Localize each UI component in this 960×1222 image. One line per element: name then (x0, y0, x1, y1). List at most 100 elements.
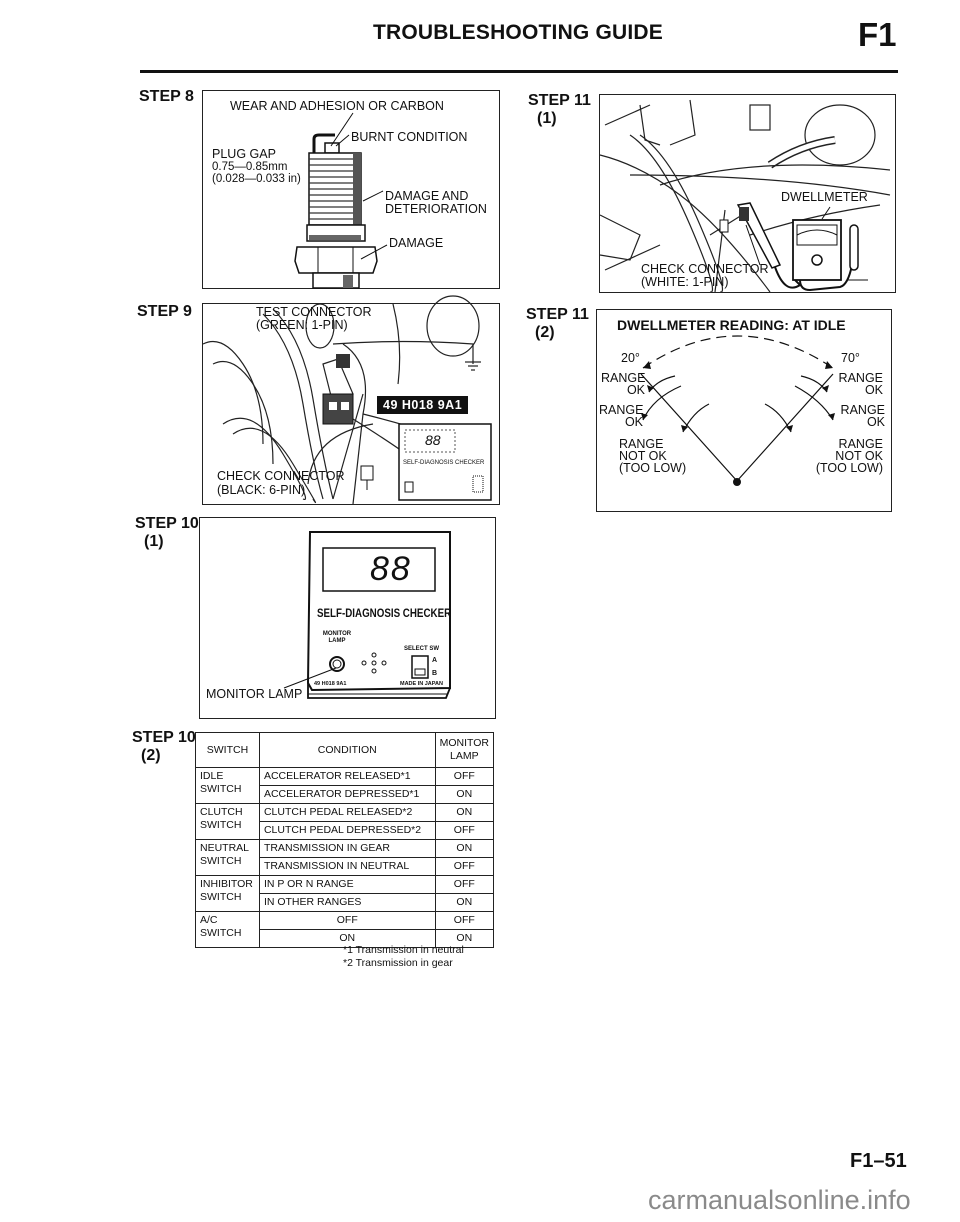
right-range-ok-1: RANGE OK (838, 371, 883, 397)
table-row: NEUTRAL SWITCH TRANSMISSION IN GEAR ON (195, 839, 495, 876)
step-10-2-label: STEP 10(2) (132, 729, 196, 765)
lamp-cell: ON (434, 803, 495, 822)
page-title: TROUBLESHOOTING GUIDE (0, 21, 960, 45)
dwellmeter-reading-title: DWELLMETER READING: AT IDLE (617, 317, 846, 333)
test-connector-label-2: (GREEN: 1-PIN) (256, 318, 348, 332)
checker-display-digits: 88 (425, 432, 441, 448)
checker-mini-label: SELF-DIAGNOSIS CHECKER (403, 460, 485, 466)
step-sub-label: (2) (535, 324, 555, 341)
switch-cell: IDLE SWITCH (195, 767, 260, 804)
condition-cell: ACCELERATOR DEPRESSED*1 (258, 785, 436, 804)
table-header-row: SWITCH CONDITION MONITOR LAMP (195, 732, 495, 768)
made-in-label: MADE IN JAPAN (400, 681, 443, 687)
left-range-not-ok: RANGE NOT OK (TOO LOW) (619, 437, 687, 475)
check-connector-label-2: (BLACK: 6-PIN) (217, 483, 306, 497)
checker-title: SELF-DIAGNOSIS CHECKER (317, 608, 452, 620)
select-sw-label: SELECT SW (404, 646, 440, 652)
switch-cell: A/C SWITCH (195, 911, 260, 948)
step-label-text: STEP 10 (132, 729, 196, 746)
dwell-angle-diagram (640, 335, 835, 486)
section-code: F1 (858, 16, 897, 53)
lamp-cell: OFF (434, 767, 495, 786)
step-sub-label: (1) (537, 110, 557, 127)
right-range-ok-2: RANGE OK (840, 403, 885, 429)
step-11-2-label: STEP 11(2) (526, 306, 589, 342)
table-row: TRANSMISSION IN NEUTRAL OFF (196, 857, 495, 876)
lamp-cell: OFF (434, 821, 495, 840)
lamp-cell: ON (434, 785, 495, 804)
damage-deterioration-label-1: DAMAGE AND (385, 189, 469, 203)
plug-gap-in: (0.028—0.033 in) (212, 173, 301, 185)
lamp-cell: ON (434, 893, 495, 912)
footnote-1: *1 Transmission in neutral (343, 944, 464, 956)
pivot-dot (733, 478, 741, 486)
dwellmeter-connection-figure: DWELLMETER CHECK CONNECTOR (WHITE: 1-PIN… (599, 94, 896, 293)
switch-cell: CLUTCH SWITCH (195, 803, 260, 840)
condition-cell: IN OTHER RANGES (258, 893, 436, 912)
damage-deterioration-label-2: DETERIORATION (385, 202, 487, 216)
spark-plug-drawing (294, 112, 388, 289)
page-number: F1–51 (850, 1150, 907, 1172)
damage-label: DAMAGE (389, 236, 444, 250)
step-label-text: STEP 11 (528, 92, 591, 109)
lamp-cell: ON (434, 929, 495, 948)
step-8-label: STEP 8 (139, 88, 194, 106)
self-diagnosis-checker-figure: 88 SELF-DIAGNOSIS CHECKER MONITOR LAMP S… (199, 517, 496, 719)
header-monitor-lamp: MONITOR LAMP (434, 732, 495, 768)
lamp-cell: OFF (434, 857, 495, 876)
checker-display-digits: 88 (370, 550, 412, 588)
switch-condition-table: SWITCH CONDITION MONITOR LAMP IDLE SWITC… (195, 732, 495, 948)
header-switch: SWITCH (195, 732, 260, 768)
test-connector-figure: TEST CONNECTOR (GREEN: 1-PIN) 49 H018 9A… (202, 295, 500, 505)
monitor-lamp-small-label: MONITOR LAMP (322, 631, 352, 644)
switch-cell: INHIBITOR SWITCH (195, 875, 260, 912)
angle-20-label: 20° (621, 351, 640, 365)
plug-gap-mm: 0.75—0.85mm (212, 161, 288, 173)
step-sub-label: (2) (141, 747, 161, 764)
lamp-cell: OFF (434, 875, 495, 894)
header-divider (140, 70, 898, 73)
engine-bay-drawing (202, 295, 492, 505)
left-range-ok-2: RANGE OK (599, 403, 644, 429)
select-b-label: B (432, 670, 438, 677)
plug-gap-title: PLUG GAP (212, 147, 276, 161)
page-title-text: TROUBLESHOOTING GUIDE (372, 21, 664, 44)
model-number-label: 49 H018 9A1 (314, 681, 347, 687)
angle-70-label: 70° (841, 351, 860, 365)
condition-cell: CLUTCH PEDAL DEPRESSED*2 (258, 821, 436, 840)
dwellmeter-reading-figure: DWELLMETER READING: AT IDLE 20° 70° RANG… (596, 309, 892, 512)
step-label-text: STEP 9 (137, 303, 192, 320)
condition-cell: TRANSMISSION IN GEAR (258, 839, 436, 858)
table-row: INHIBITOR SWITCH IN P OR N RANGE OFF (195, 875, 495, 912)
step-label-text: STEP 10 (135, 515, 199, 532)
switch-cell: NEUTRAL SWITCH (195, 839, 260, 876)
check-connector-white-label-1: CHECK CONNECTOR (641, 262, 769, 276)
table-row: CLUTCH SWITCH CLUTCH PEDAL RELEASED*2 ON (195, 803, 495, 840)
check-connector-label-1: CHECK CONNECTOR (217, 469, 345, 483)
engine-dwellmeter-drawing (599, 99, 891, 293)
check-connector-white-label-2: (WHITE: 1-PIN) (641, 275, 729, 289)
condition-cell: TRANSMISSION IN NEUTRAL (258, 857, 436, 876)
lamp-cell: ON (434, 839, 495, 858)
right-range-not-ok: RANGE NOT OK (TOO LOW) (815, 437, 883, 475)
condition-cell: CLUTCH PEDAL RELEASED*2 (258, 803, 436, 822)
tool-number-tag: 49 H018 9A1 (377, 396, 469, 414)
table-row: A/C SWITCH OFF OFF (195, 911, 495, 948)
monitor-lamp-callout: MONITOR LAMP (206, 687, 303, 701)
table-row: ON ON (196, 929, 495, 948)
test-connector-label-1: TEST CONNECTOR (256, 305, 372, 319)
table-row: IN OTHER RANGES ON (196, 893, 495, 912)
table-row: ACCELERATOR DEPRESSED*1 ON (196, 785, 495, 804)
condition-cell: OFF (258, 911, 436, 930)
wear-label: WEAR AND ADHESION OR CARBON (230, 99, 444, 113)
step-10-1-label: STEP 10(1) (135, 515, 199, 551)
lamp-cell: OFF (434, 911, 495, 930)
checker-drawing (283, 531, 451, 699)
step-sub-label: (1) (144, 533, 164, 550)
condition-cell: ACCELERATOR RELEASED*1 (258, 767, 436, 786)
step-9-label: STEP 9 (137, 303, 192, 321)
spark-plug-figure: WEAR AND ADHESION OR CARBON BURNT CONDIT… (202, 90, 500, 289)
step-label-text: STEP 11 (526, 306, 589, 323)
footnote-2: *2 Transmission in gear (343, 957, 453, 969)
step-label-text: STEP 8 (139, 88, 194, 105)
